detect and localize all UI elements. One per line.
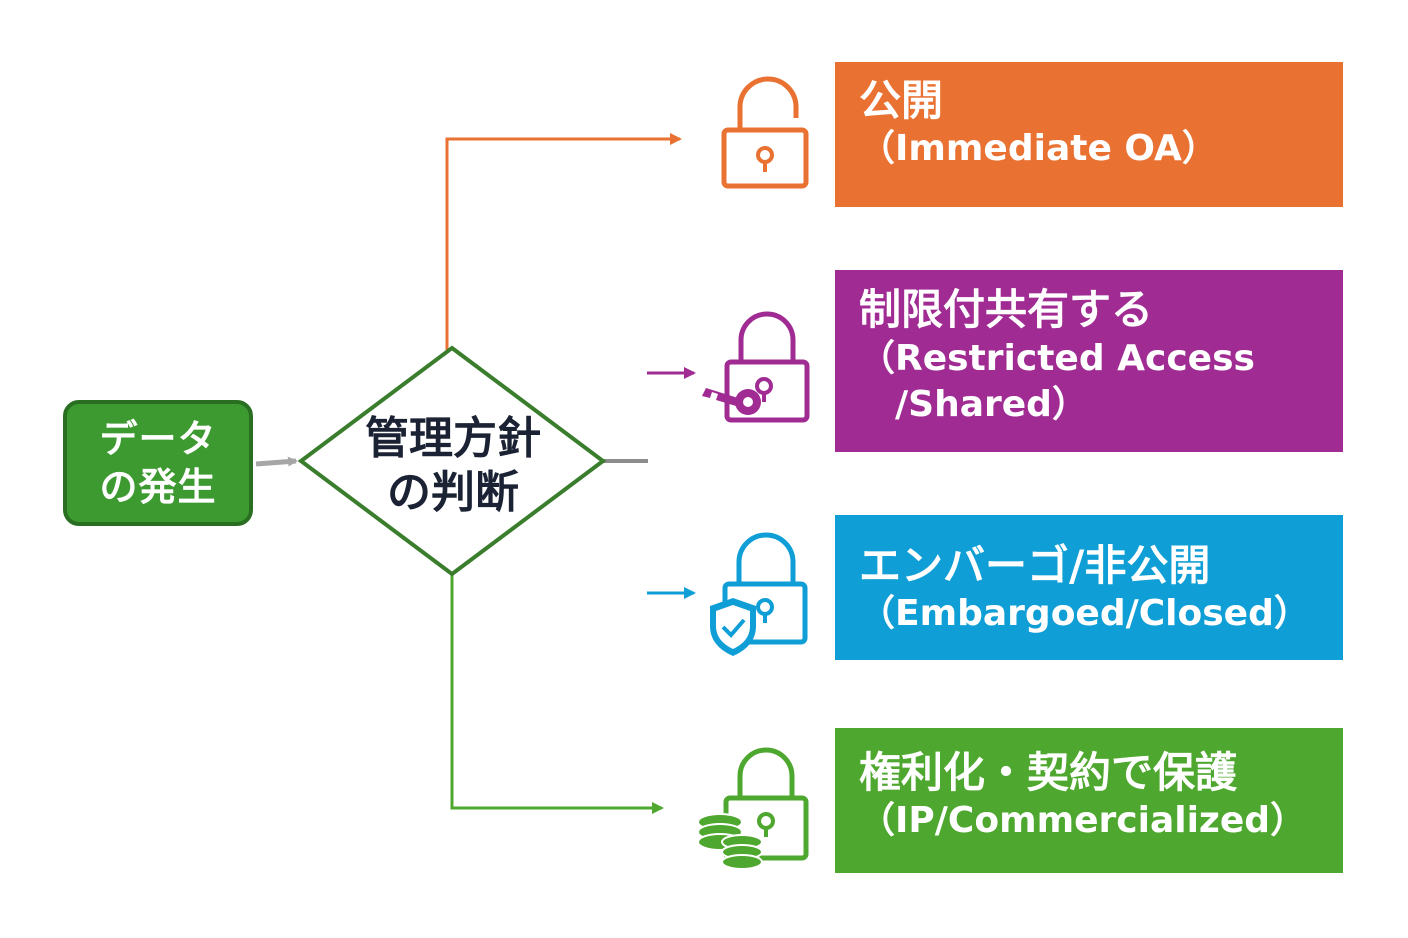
shield-icon — [710, 598, 756, 656]
connector-start-to-decision — [255, 456, 298, 467]
outcome-restricted-title: 制限付共有する — [859, 285, 1154, 334]
outcome-embargo-title: エンバーゴ/非公開 — [859, 541, 1211, 590]
start-label-line2: の発生 — [99, 465, 217, 509]
outcome-embargo-subtitle: （Embargoed/Closed） — [859, 593, 1310, 634]
outcome-ip-subtitle: （IP/Commercialized） — [859, 800, 1307, 841]
padlock-with-key-icon — [702, 311, 810, 423]
unlocked-padlock-icon — [721, 76, 809, 189]
outcome-restricted-subtitle: （Restricted Access — [859, 338, 1255, 379]
outcome-ip: 権利化・契約で保護 （IP/Commercialized） — [835, 728, 1343, 873]
decision-diamond — [297, 345, 607, 577]
decision-label-line2: の判断 — [387, 467, 519, 518]
outcome-open-title: 公開 — [859, 76, 944, 125]
coins-icon — [697, 813, 763, 870]
key-icon — [702, 388, 761, 415]
start-node-data-generation: データ の発生 — [63, 400, 253, 526]
outcome-restricted: 制限付共有する （Restricted Access /Shared） — [835, 270, 1343, 452]
outcome-open: 公開 （Immediate OA） — [835, 62, 1343, 207]
connector-to-ip — [450, 573, 664, 814]
outcome-embargo: エンバーゴ/非公開 （Embargoed/Closed） — [835, 515, 1343, 660]
outcome-open-subtitle: （Immediate OA） — [859, 128, 1218, 169]
start-label-line1: データ — [99, 417, 217, 461]
outcome-ip-title: 権利化・契約で保護 — [859, 748, 1238, 797]
padlock-with-coins-icon — [697, 747, 809, 870]
padlock-with-shield-icon — [710, 532, 808, 656]
connector-to-open — [445, 133, 682, 350]
decision-label: 管理方針 の判断 — [330, 412, 576, 520]
decision-label-line1: 管理方針 — [365, 413, 541, 464]
outcome-restricted-subtitle2: /Shared） — [895, 384, 1088, 425]
